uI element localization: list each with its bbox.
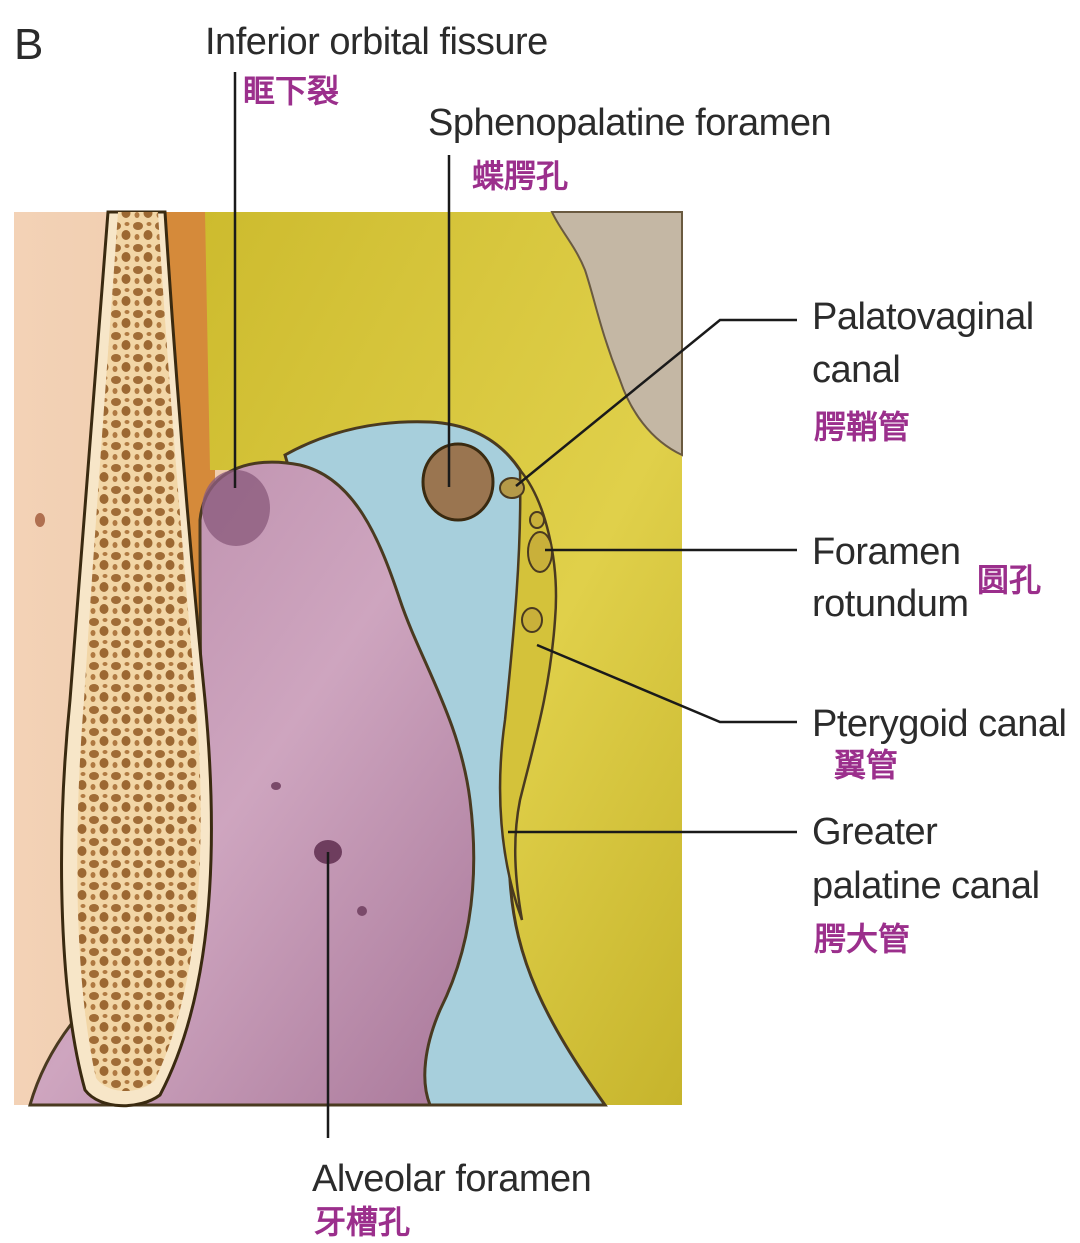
pterygoid-process: [498, 466, 558, 921]
label-palatovaginal-canal-cn: 腭鞘管: [814, 408, 911, 446]
label-palatovaginal-canal-line1: Palatovaginal: [812, 296, 1034, 338]
label-pterygoid-canal: Pterygoid canal: [812, 703, 1067, 745]
small-pit: [35, 513, 45, 527]
label-alveolar-foramen: Alveolar foramen: [312, 1158, 592, 1200]
sphenopalatine-foramen-hole: [421, 442, 495, 522]
foramen-rotundum-hole: [527, 531, 553, 573]
label-alveolar-foramen-cn: 牙槽孔: [314, 1203, 411, 1241]
grey-bone-region: [550, 211, 683, 457]
label-greater-palatine-canal-line2: palatine canal: [812, 865, 1040, 907]
small-pit: [271, 782, 281, 790]
inferior-orbital-fissure-hollow: [202, 470, 270, 546]
label-palatovaginal-canal-line2: canal: [812, 349, 901, 391]
cancellous-bone: [77, 212, 201, 1092]
leader-pterygoid-canal: [536, 643, 797, 724]
label-sphenopalatine-foramen-cn: 蝶腭孔: [472, 157, 569, 195]
foramen-rotundum-hole-2: [529, 511, 545, 529]
panel-letter: B: [14, 20, 44, 69]
label-foramen-rotundum-line2: rotundum: [812, 583, 969, 625]
label-foramen-rotundum-line1: Foramen: [812, 531, 961, 573]
pterygoid-canal-hole: [521, 607, 543, 633]
small-pit: [357, 906, 367, 916]
label-greater-palatine-canal-cn: 腭大管: [814, 920, 911, 958]
label-foramen-rotundum-cn: 圆孔: [977, 561, 1042, 599]
label-sphenopalatine-foramen: Sphenopalatine foramen: [428, 102, 832, 144]
label-greater-palatine-canal-line1: Greater: [812, 811, 938, 853]
label-pterygoid-canal-cn: 翼管: [834, 746, 899, 784]
leader-palatovaginal-canal: [515, 318, 797, 487]
label-inferior-orbital-fissure: Inferior orbital fissure: [205, 21, 548, 63]
label-inferior-orbital-fissure-cn: 眶下裂: [243, 72, 340, 110]
